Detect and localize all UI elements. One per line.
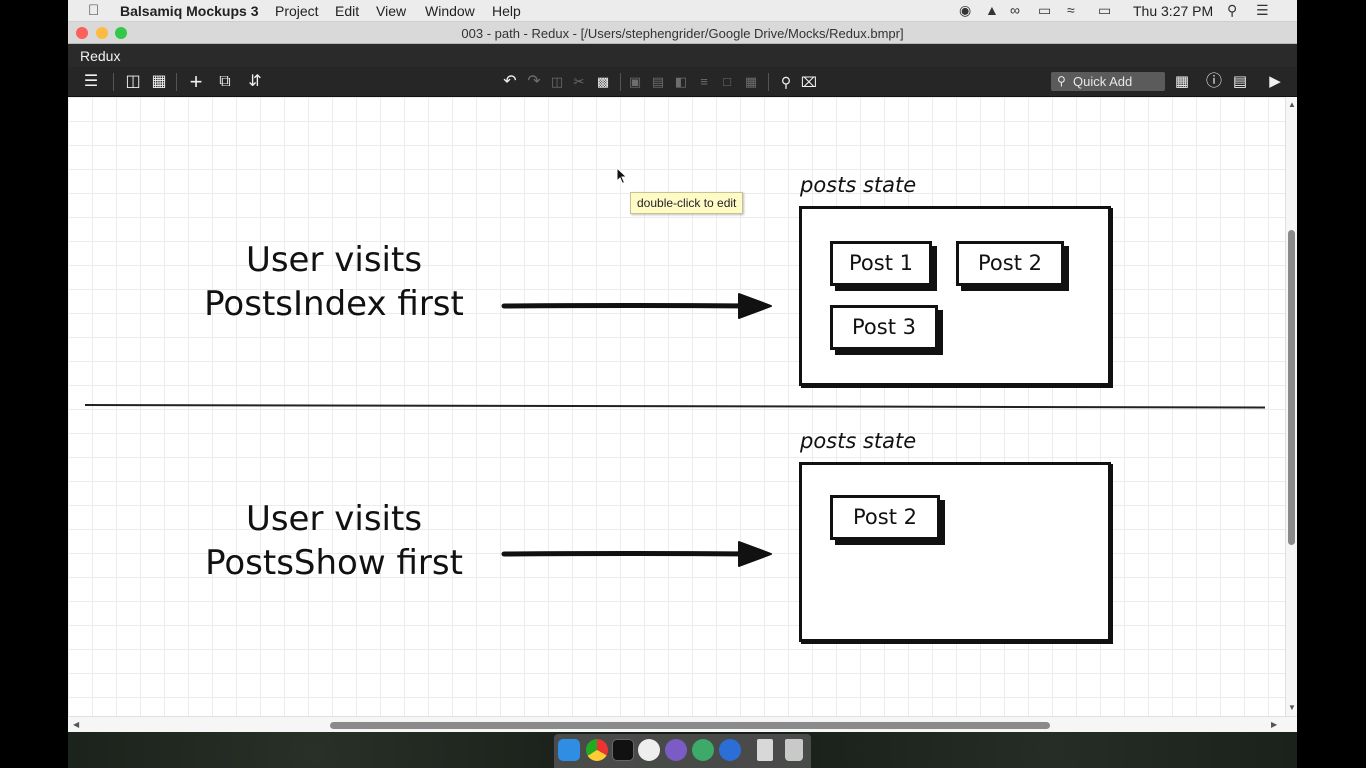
lock-icon: □ xyxy=(723,74,731,89)
scroll-down-icon[interactable]: ▼ xyxy=(1288,703,1296,712)
properties-icon[interactable]: ▤ xyxy=(1232,73,1248,90)
align-icon: ≡ xyxy=(700,74,708,89)
bottom-text-line2[interactable]: PostsShow first xyxy=(205,543,463,583)
grid-icon[interactable]: ▦ xyxy=(151,73,167,90)
single-panel-icon[interactable]: ◫ xyxy=(125,73,141,90)
top-text-line1[interactable]: User visits xyxy=(245,240,423,280)
group-icon: ▣ xyxy=(628,74,642,89)
menu-bar:  Balsamiq Mockups 3 Project Edit View W… xyxy=(68,0,1297,22)
glasses-icon[interactable]: ∞ xyxy=(1010,2,1020,18)
toolbar-separator xyxy=(113,73,114,91)
ungroup-icon: ▤ xyxy=(651,74,665,89)
top-post-1[interactable]: Post 1 xyxy=(830,241,932,286)
toolbar: ☰ ◫ ▦ + ⧉ ⇵ ↶ ↷ ◫ ✂ ▩ ▣ ▤ ◧ ≡ □ ▦ ⚲ ⌧ ⚲ … xyxy=(68,67,1297,97)
finder-icon[interactable] xyxy=(558,739,580,761)
drive-icon[interactable]: ▲ xyxy=(985,2,999,18)
airplay-icon[interactable]: ▭ xyxy=(1038,2,1052,18)
window-title-bar: 003 - path - Redux - [/Users/stephengrid… xyxy=(68,22,1297,44)
wifi-icon[interactable]: ≈ xyxy=(1067,2,1075,18)
zoom-button[interactable] xyxy=(115,27,127,39)
delete-icon: ▦ xyxy=(744,74,758,89)
bottom-state-box[interactable] xyxy=(799,462,1111,642)
battery-icon[interactable]: ▭ xyxy=(1098,2,1112,18)
menu-help[interactable]: Help xyxy=(492,3,521,19)
close-button[interactable] xyxy=(76,27,88,39)
quick-add-placeholder: Quick Add xyxy=(1073,74,1133,89)
dock xyxy=(554,734,811,768)
mockup-canvas[interactable]: User visits PostsIndex first posts state… xyxy=(68,97,1285,716)
bring-front-icon: ◧ xyxy=(674,74,688,89)
document-tab[interactable]: Redux xyxy=(80,48,121,64)
edit-tooltip: double-click to edit xyxy=(630,192,744,214)
toolbar-separator xyxy=(768,73,769,91)
search-icon[interactable]: ⚲ xyxy=(780,74,792,90)
horizontal-scrollbar[interactable]: ◀ ▶ xyxy=(68,716,1297,732)
top-arrow[interactable] xyxy=(501,290,776,322)
info-icon[interactable]: ⓘ xyxy=(1205,73,1222,90)
scroll-left-icon[interactable]: ◀ xyxy=(73,720,80,729)
bottom-post-2[interactable]: Post 2 xyxy=(830,495,940,540)
window-title: 003 - path - Redux - [/Users/stephengrid… xyxy=(461,26,904,41)
reorder-icon[interactable]: ⇵ xyxy=(248,73,262,90)
vertical-scroll-thumb[interactable] xyxy=(1288,230,1295,545)
clock[interactable]: Thu 3:27 PM xyxy=(1133,3,1214,19)
copy-icon: ◫ xyxy=(550,74,564,89)
add-icon[interactable]: + xyxy=(189,69,203,94)
horizontal-scroll-thumb[interactable] xyxy=(330,722,1050,729)
toolbar-separator xyxy=(176,73,177,91)
terminal-icon[interactable] xyxy=(612,739,634,761)
record-icon[interactable]: ◉ xyxy=(959,2,972,18)
undo-icon[interactable]: ↶ xyxy=(503,73,517,90)
top-text-line2[interactable]: PostsIndex first xyxy=(204,284,464,324)
section-divider[interactable] xyxy=(84,404,1265,409)
menu-view[interactable]: View xyxy=(376,3,407,19)
scroll-right-icon[interactable]: ▶ xyxy=(1271,720,1278,729)
globe-icon[interactable] xyxy=(692,739,714,761)
apple-icon[interactable]:  xyxy=(88,2,99,19)
menu-edit[interactable]: Edit xyxy=(335,3,360,19)
minimize-button[interactable] xyxy=(96,27,108,39)
document-bar: Redux xyxy=(68,44,1297,67)
clear-icon[interactable]: ⌧ xyxy=(800,74,818,90)
top-post-3[interactable]: Post 3 xyxy=(830,305,938,350)
app-menu[interactable]: Balsamiq Mockups 3 xyxy=(120,3,259,19)
spotlight-icon[interactable]: ⚲ xyxy=(1227,2,1238,18)
menu-window[interactable]: Window xyxy=(425,3,475,19)
vertical-scrollbar[interactable]: ▲ ▼ xyxy=(1285,97,1297,716)
notification-center-icon[interactable]: ☰ xyxy=(1256,2,1269,18)
top-post-2[interactable]: Post 2 xyxy=(956,241,1064,286)
menu-icon[interactable]: ☰ xyxy=(83,73,99,90)
chrome-icon[interactable] xyxy=(586,739,608,761)
ui-library-icon[interactable]: ▦ xyxy=(1174,73,1190,90)
browser-icon[interactable] xyxy=(719,739,741,761)
mouse-cursor-icon xyxy=(616,167,628,185)
top-state-label[interactable]: posts state xyxy=(800,173,917,197)
scroll-up-icon[interactable]: ▲ xyxy=(1288,100,1296,109)
quick-add-search-icon: ⚲ xyxy=(1057,74,1066,88)
smiley-icon[interactable] xyxy=(638,739,660,761)
paste-icon[interactable]: ▩ xyxy=(596,74,610,89)
bottom-state-label[interactable]: posts state xyxy=(800,429,917,453)
duplicate-icon[interactable]: ⧉ xyxy=(219,73,231,90)
trash-icon[interactable] xyxy=(785,739,803,761)
bottom-arrow[interactable] xyxy=(501,538,776,570)
quick-add-input[interactable]: ⚲ Quick Add xyxy=(1051,72,1165,91)
bottom-text-line1[interactable]: User visits xyxy=(245,499,423,539)
top-state-box[interactable] xyxy=(799,206,1111,386)
pen-icon[interactable] xyxy=(665,739,687,761)
toolbar-separator xyxy=(620,73,621,91)
menu-project[interactable]: Project xyxy=(275,3,319,19)
document-icon[interactable] xyxy=(757,739,773,761)
redo-icon: ↷ xyxy=(527,73,541,90)
cut-icon: ✂ xyxy=(573,74,585,89)
present-icon[interactable]: ▶ xyxy=(1269,73,1281,90)
